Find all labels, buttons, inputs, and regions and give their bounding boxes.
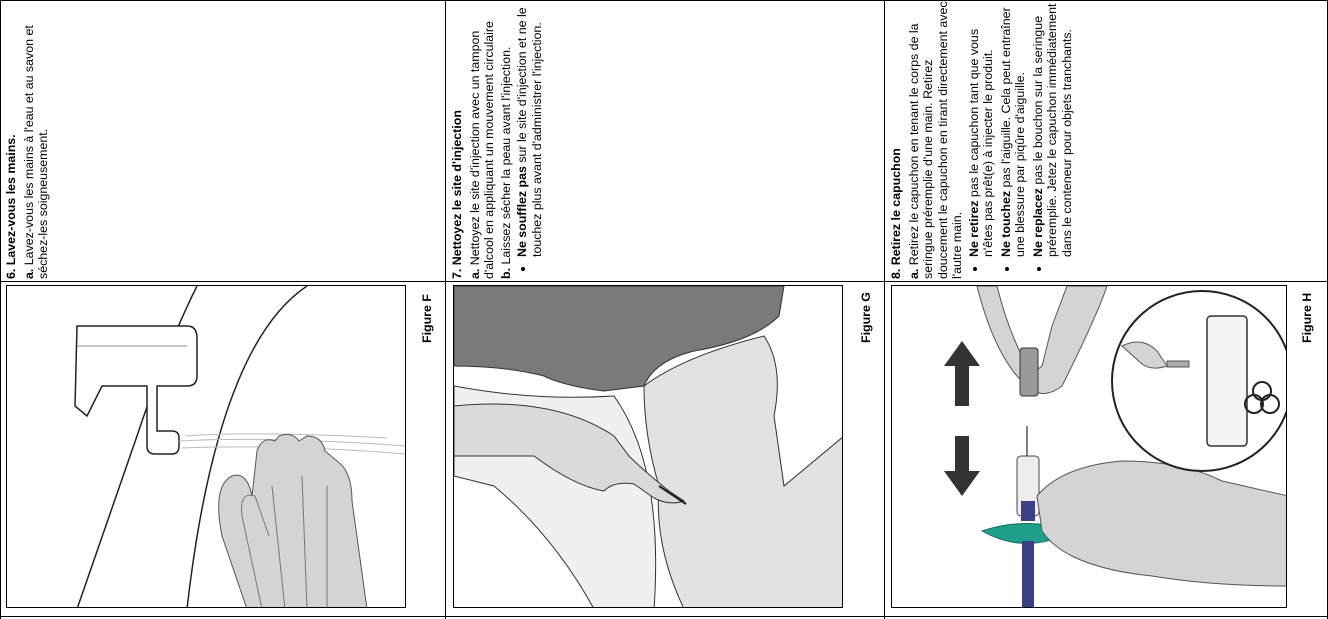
- figure-g-illustration: [453, 285, 843, 608]
- figure-g-label-box: Figure G: [855, 285, 881, 355]
- step-7-text: 7. Nettoyez le site d'injection a. Netto…: [450, 1, 547, 279]
- step-8-warning-2: Ne touchez pas l'aiguille. Cela peut ent…: [999, 1, 1028, 257]
- step-8-warning-1: Ne retirez pas le capuchon tant que vous…: [967, 1, 996, 257]
- syringe-plunger-tip: [1021, 501, 1035, 521]
- table-border-top: [0, 0, 1328, 1]
- step-6-a-label: a.: [21, 268, 36, 279]
- arrow-up-icon: [944, 341, 980, 406]
- thigh-right: [643, 335, 842, 607]
- figure-h-label-box: Figure H: [1296, 285, 1322, 355]
- upper-hand: [976, 286, 1108, 394]
- arrow-down-icon: [944, 436, 980, 496]
- table-border-left: [0, 0, 1, 619]
- figure-f-label: Figure F: [420, 294, 434, 343]
- column-divider-2: [884, 0, 885, 619]
- column-divider-1: [445, 0, 446, 619]
- sharps-container: [1206, 315, 1248, 447]
- hand-with-swab: [454, 403, 686, 504]
- biohazard-icon: [1244, 381, 1280, 414]
- plunger-rod: [1022, 541, 1034, 607]
- figure-h-label: Figure H: [1300, 292, 1314, 343]
- step-8-instruction-a: a. Retirez le capuchon en tenant le corp…: [907, 1, 965, 279]
- table-border-bottom: [0, 616, 1328, 617]
- step-7-title: 7. Nettoyez le site d'injection: [450, 110, 464, 279]
- step-8-a-text: Retirez le capuchon en tenant le corps d…: [906, 1, 965, 279]
- row-divider: [0, 281, 1328, 282]
- cap-removal-illustration: [944, 286, 1286, 607]
- figure-g-label: Figure G: [859, 292, 873, 343]
- figure-f-label-box: Figure F: [416, 285, 442, 355]
- lower-hand: [1036, 460, 1286, 587]
- step-6-instruction-a: a. Lavez-vous les mains à l'eau et au sa…: [22, 1, 51, 279]
- step-7-warning-1: Ne soufflez pas sur le site d'injection …: [515, 1, 544, 257]
- step-7-warnings: Ne soufflez pas sur le site d'injection …: [515, 1, 544, 279]
- warning-bold: Ne replacez: [1030, 188, 1045, 257]
- step-7-b-label: b.: [498, 267, 513, 279]
- step-8-warnings: Ne retirez pas le capuchon tant que vous…: [967, 1, 1075, 279]
- sink-basin-edge: [186, 286, 308, 607]
- warning-bold: Ne soufflez pas: [515, 166, 529, 257]
- step-6-title: 6. Lavez-vous les mains.: [4, 134, 18, 279]
- inset-cap: [1166, 360, 1190, 368]
- step-8-warning-3: Ne replacez pas le bouchon sur la sering…: [1031, 1, 1075, 257]
- warning-bold: Ne retirez: [966, 200, 981, 257]
- step-7-instruction-a: a. Nettoyez le site d'injection avec un …: [468, 1, 497, 279]
- warning-bold: Ne touchez: [998, 190, 1013, 257]
- step-8-text-cell: 8. Retirez le capuchon a. Retirez le cap…: [889, 1, 1324, 281]
- sharps-disposal-inset: [1111, 290, 1286, 472]
- figure-h-illustration: [891, 285, 1287, 608]
- step-8-a-label: a.: [906, 268, 921, 279]
- site-cleaning-illustration: [454, 286, 842, 607]
- step-7-a-label: a.: [467, 268, 482, 279]
- step-6-text: 6. Lavez-vous les mains. a. Lavez-vous l…: [4, 1, 53, 279]
- needle-cap: [1019, 347, 1039, 397]
- step-7-instruction-b: b. Laissez sécher la peau avant l'inject…: [499, 1, 514, 279]
- hands-icon: [218, 433, 368, 607]
- step-6-a-text: Lavez-vous les mains à l'eau et au savon…: [21, 25, 51, 279]
- step-7-a-text: Nettoyez le site d'injection avec un tam…: [467, 21, 497, 279]
- step-7-b-text: Laissez sécher la peau avant l'injection…: [498, 46, 513, 268]
- handwashing-illustration: [74, 286, 405, 607]
- step-6-text-cell: 6. Lavez-vous les mains. a. Lavez-vous l…: [4, 1, 439, 281]
- step-7-text-cell: 7. Nettoyez le site d'injection a. Netto…: [450, 1, 882, 281]
- step-8-title: 8. Retirez le capuchon: [889, 148, 903, 279]
- alcohol-swab: [658, 485, 687, 505]
- faucet-icon: [74, 325, 198, 455]
- step-8-text: 8. Retirez le capuchon a. Retirez le cap…: [889, 1, 1077, 279]
- figure-f-illustration: [6, 285, 406, 608]
